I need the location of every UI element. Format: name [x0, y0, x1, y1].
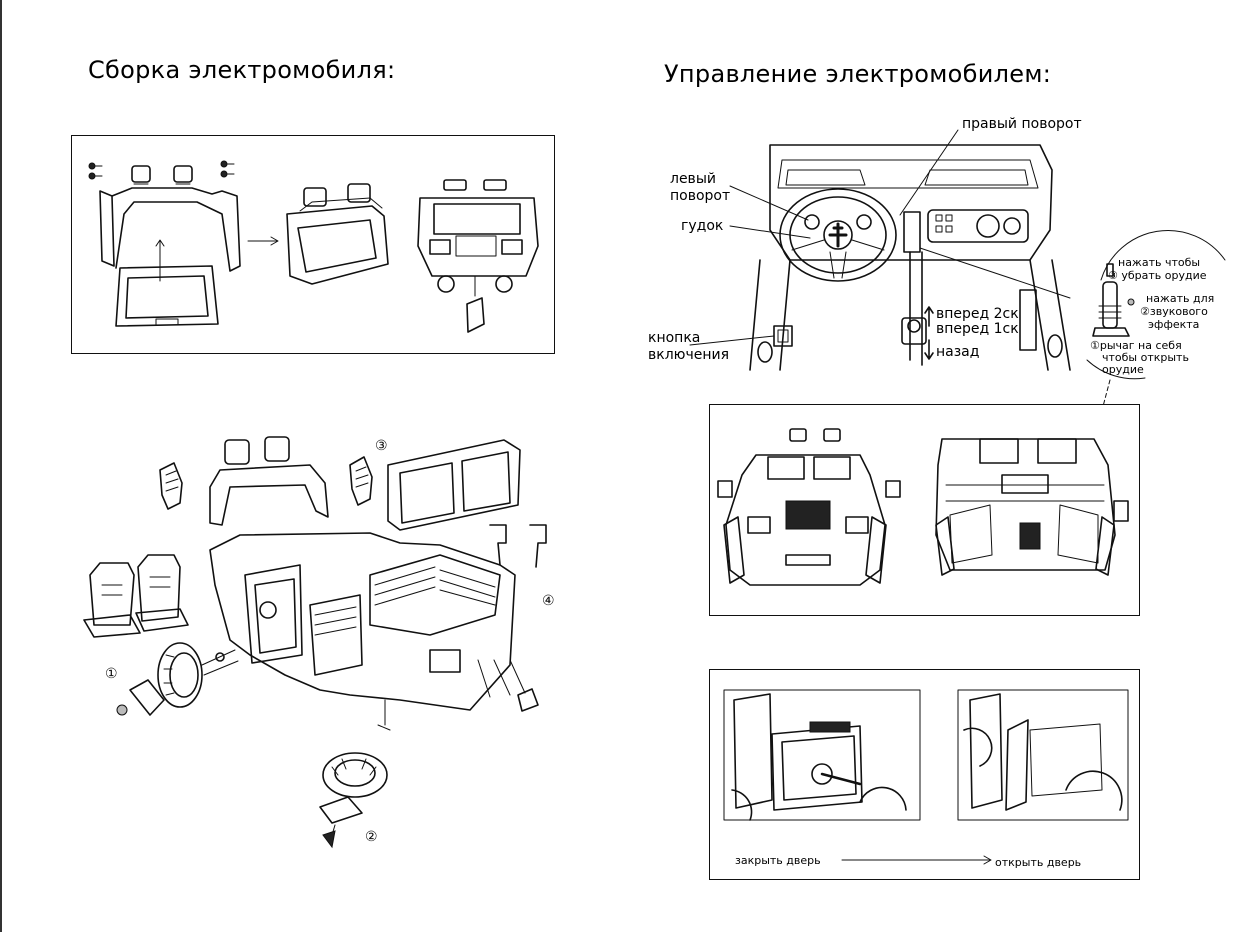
- label-right-turn: правый поворот: [962, 116, 1082, 132]
- leader-gun: [919, 247, 1071, 299]
- label-left-turn-1: левый: [670, 171, 716, 187]
- car-front-view: [417, 179, 539, 333]
- label-power-2: включения: [648, 347, 729, 363]
- gun-label-7: чтобы открыть: [1102, 351, 1189, 364]
- gun-label-6: ①рычаг на себя: [1090, 339, 1182, 352]
- gun-label-1: нажать чтобы: [1118, 256, 1201, 269]
- leader-left-turn: [729, 185, 809, 221]
- label-forward-1: вперед 1ск: [936, 321, 1019, 337]
- roll-bar-part: [88, 160, 241, 272]
- hubcap-part: [116, 679, 165, 716]
- label-left-turn-2: поворот: [670, 188, 731, 204]
- leader-right-turn: [899, 129, 959, 216]
- label-close-door: закрыть дверь: [735, 854, 821, 867]
- label-forward-2: вперед 2ск: [936, 306, 1019, 322]
- callout-4: ④: [542, 593, 555, 609]
- windshield-part: [115, 265, 219, 327]
- mirror-left-part: [159, 462, 183, 510]
- exploded-assembly-illustration: ③ ④ ①: [83, 436, 555, 849]
- front-wheel-part: [157, 642, 239, 708]
- door-closed-view: [723, 689, 921, 821]
- callout-3: ③: [375, 438, 388, 454]
- car-rear-view: [935, 438, 1129, 576]
- gun-label-8: орудие: [1102, 363, 1144, 376]
- gun-label-4: ②звукового: [1140, 305, 1208, 318]
- leader-power: [689, 335, 775, 346]
- callout-1: ①: [105, 666, 118, 682]
- label-reverse: назад: [936, 344, 980, 360]
- page-edge: [0, 0, 2, 932]
- label-open-door: открыть дверь: [995, 856, 1082, 869]
- callout-2: ②: [365, 829, 378, 845]
- assembly-title: Сборка электромобиля:: [88, 56, 396, 84]
- car-body-part: [209, 532, 516, 711]
- rear-wheel-part: [319, 699, 391, 849]
- gun-label-3: нажать для: [1146, 292, 1215, 305]
- arrow-icon: [841, 855, 992, 865]
- arrow-icon: [247, 236, 279, 246]
- door-frame: [709, 669, 1140, 880]
- label-horn: гудок: [681, 218, 724, 234]
- gun-label-2: ③ убрать орудие: [1108, 269, 1207, 282]
- seats-part: [83, 554, 189, 638]
- roll-bar-part: [209, 436, 329, 526]
- controls-title: Управление электромобилем:: [664, 60, 1052, 88]
- steering-wheel-icon: [779, 188, 897, 282]
- arrow-icon: [155, 239, 165, 282]
- leader-horn: [729, 225, 811, 239]
- handles-part: [489, 524, 547, 568]
- car-front-view: [717, 428, 901, 586]
- bracket-part: [517, 688, 539, 712]
- door-illustration: [723, 689, 1129, 865]
- car-views-frame: [709, 404, 1140, 616]
- gear-lever-icon: [901, 317, 927, 345]
- label-power-1: кнопка: [648, 330, 701, 346]
- gear-arrows: [924, 306, 934, 360]
- assembly-steps-frame: [71, 135, 555, 354]
- fastener-lines: [477, 659, 526, 698]
- assembly-steps-illustration: [88, 160, 539, 333]
- door-open-view: [957, 689, 1129, 821]
- mirror-right-part: [349, 456, 373, 506]
- dashboard-illustration: [689, 129, 1071, 371]
- windshield-part: [387, 439, 521, 531]
- gun-label-5: эффекта: [1148, 318, 1200, 331]
- assembled-windshield-part: [286, 183, 389, 285]
- car-views-illustration: [717, 428, 1129, 586]
